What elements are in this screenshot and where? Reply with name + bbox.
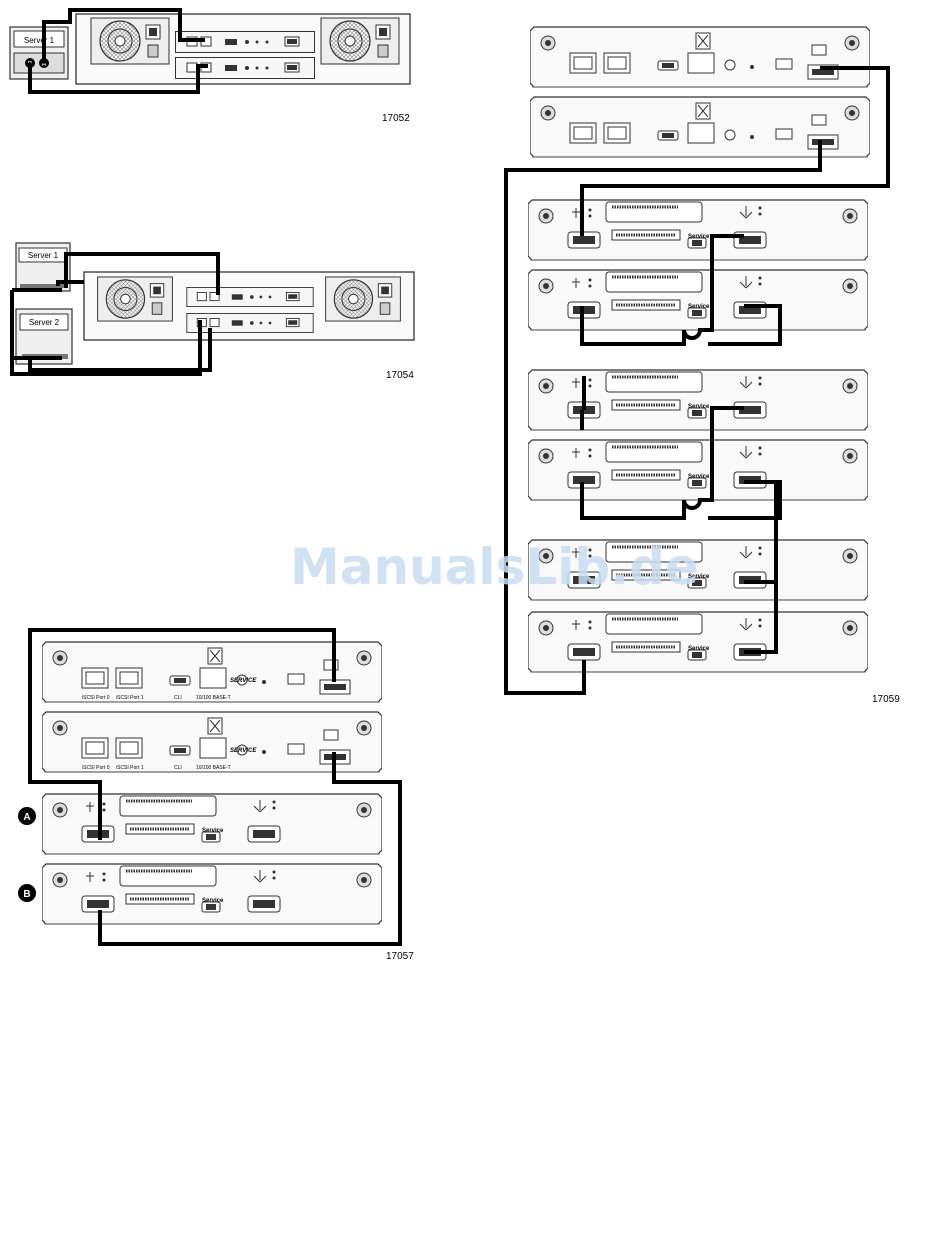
expansion-unit-4: Service bbox=[528, 440, 868, 500]
iscsi-port1-label: iSCSI Port 1 bbox=[116, 695, 144, 701]
controller-unit-a: iSCSI Port 0 iSCSI Port 1 CLI 10/100 BAS… bbox=[42, 642, 382, 702]
service-label: SERVICE bbox=[230, 748, 257, 754]
iscsi-port0-label: iSCSI Port 0 bbox=[82, 695, 110, 701]
iscsi-port0-label: iSCSI Port 0 bbox=[82, 765, 110, 771]
server-1-label: Server 1 bbox=[28, 251, 59, 260]
server-1-label: Server 1 bbox=[24, 36, 55, 45]
server-2-box: Server 2 bbox=[16, 309, 72, 364]
expansion-unit-2: Service bbox=[528, 270, 868, 330]
service-label: Service bbox=[688, 646, 710, 652]
callout-b: B bbox=[23, 889, 30, 900]
service-label: SERVICE bbox=[230, 678, 257, 684]
figure-number-17052: 17052 bbox=[382, 113, 410, 124]
figure-number-17057: 17057 bbox=[386, 951, 414, 962]
figure-number-17059: 17059 bbox=[872, 694, 900, 705]
figure-number-17054: 17054 bbox=[386, 370, 414, 381]
watermark-text: ManualsLib.de bbox=[290, 538, 699, 596]
service-label: Service bbox=[202, 828, 224, 834]
server-2-label: Server 2 bbox=[29, 318, 60, 327]
service-label: Service bbox=[688, 404, 710, 410]
iscsi-port1-label: iSCSI Port 1 bbox=[116, 765, 144, 771]
figure-17057: iSCSI Port 0 iSCSI Port 1 CLI 10/100 BAS… bbox=[18, 630, 400, 944]
server-1-box: Server 1 B A bbox=[10, 27, 68, 79]
enclosure-17054 bbox=[84, 272, 414, 340]
expansion-unit-3: Service bbox=[528, 370, 868, 430]
figure-17052: Server 1 B A bbox=[10, 10, 410, 92]
figure-17054: Server 1 Server 2 bbox=[12, 243, 414, 374]
service-label: Service bbox=[688, 234, 710, 240]
expansion-unit-a: Service A bbox=[18, 794, 382, 854]
cli-label: CLI bbox=[174, 765, 182, 771]
service-label: Service bbox=[202, 898, 224, 904]
service-label: Service bbox=[688, 474, 710, 480]
callout-a: A bbox=[23, 812, 30, 823]
expansion-unit-1: Service bbox=[528, 200, 868, 260]
cli-label: CLI bbox=[174, 695, 182, 701]
expansion-unit-b: Service B bbox=[18, 864, 382, 924]
service-label: Service bbox=[688, 304, 710, 310]
mgmt-label: 10/100 BASE-T bbox=[196, 765, 231, 771]
controller-unit-1 bbox=[530, 27, 870, 87]
controller-unit-b: iSCSI Port 0 iSCSI Port 1 CLI 10/100 BAS… bbox=[42, 712, 382, 772]
expansion-unit-6: Service bbox=[528, 612, 868, 672]
enclosure-17052 bbox=[76, 14, 410, 84]
mgmt-label: 10/100 BASE-T bbox=[196, 695, 231, 701]
